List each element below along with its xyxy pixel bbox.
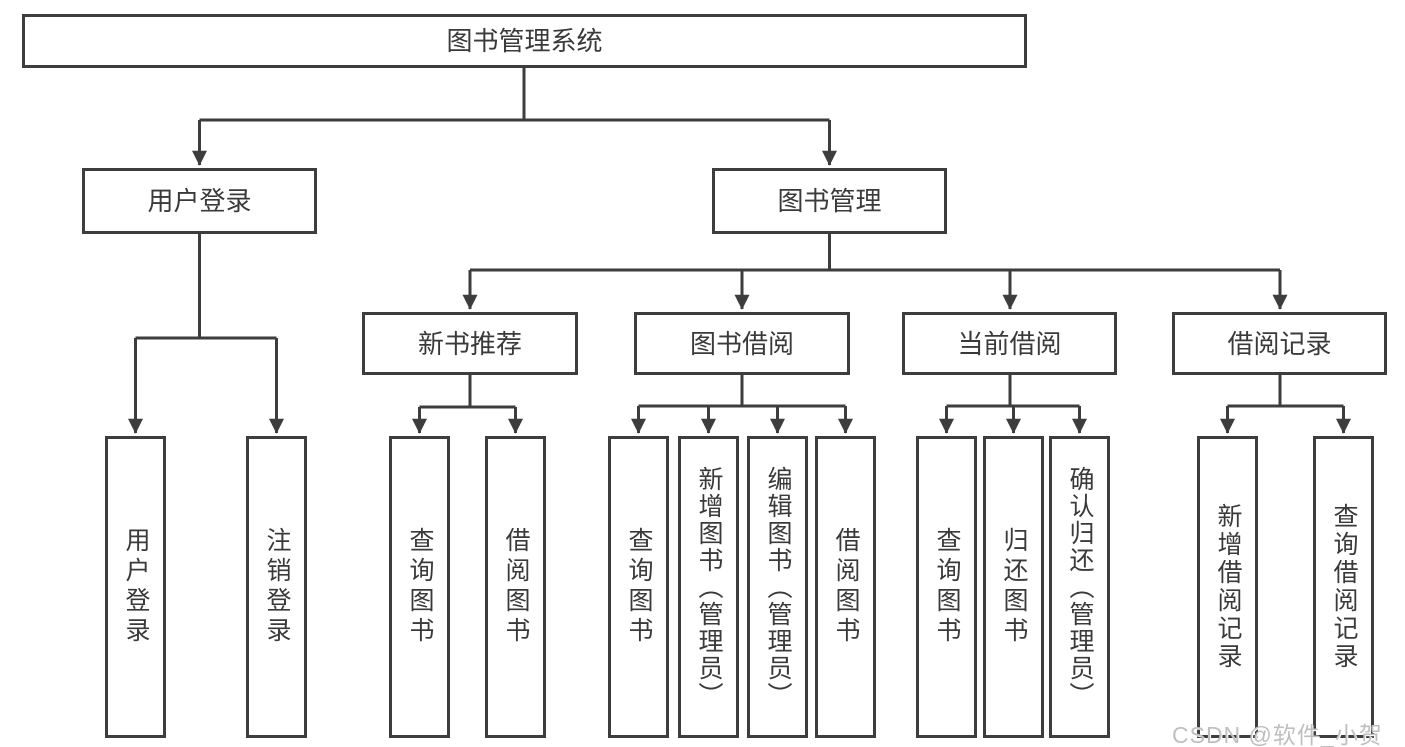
node-leaf-logout: 注销登录 <box>246 436 307 738</box>
node-bb-edit-books: 编辑图书（管理员） <box>747 436 808 738</box>
node-leaf-user-login: 用户登录 <box>105 436 166 738</box>
node-nb-query-books: 查询图书 <box>389 436 450 738</box>
node-root: 图书管理系统 <box>22 14 1027 68</box>
node-br-query-record: 查询借阅记录 <box>1313 436 1374 738</box>
node-borrow-records: 借阅记录 <box>1172 312 1387 375</box>
node-nb-borrow-books: 借阅图书 <box>485 436 546 738</box>
node-book-mgmt-branch: 图书管理 <box>712 168 947 234</box>
node-cb-return-books: 归还图书 <box>983 436 1044 738</box>
node-bb-borrow-books: 借阅图书 <box>815 436 876 738</box>
node-br-add-record: 新增借阅记录 <box>1197 436 1258 738</box>
node-bb-add-books: 新增图书（管理员） <box>678 436 739 738</box>
node-bb-query-books: 查询图书 <box>608 436 669 738</box>
node-user-login-branch: 用户登录 <box>82 168 317 234</box>
node-current-borrow: 当前借阅 <box>902 312 1117 375</box>
node-cb-confirm-return: 确认归还（管理员） <box>1049 436 1110 738</box>
node-cb-query-books: 查询图书 <box>916 436 977 738</box>
node-book-borrow: 图书借阅 <box>634 312 850 375</box>
node-new-book-rec: 新书推荐 <box>362 312 578 375</box>
